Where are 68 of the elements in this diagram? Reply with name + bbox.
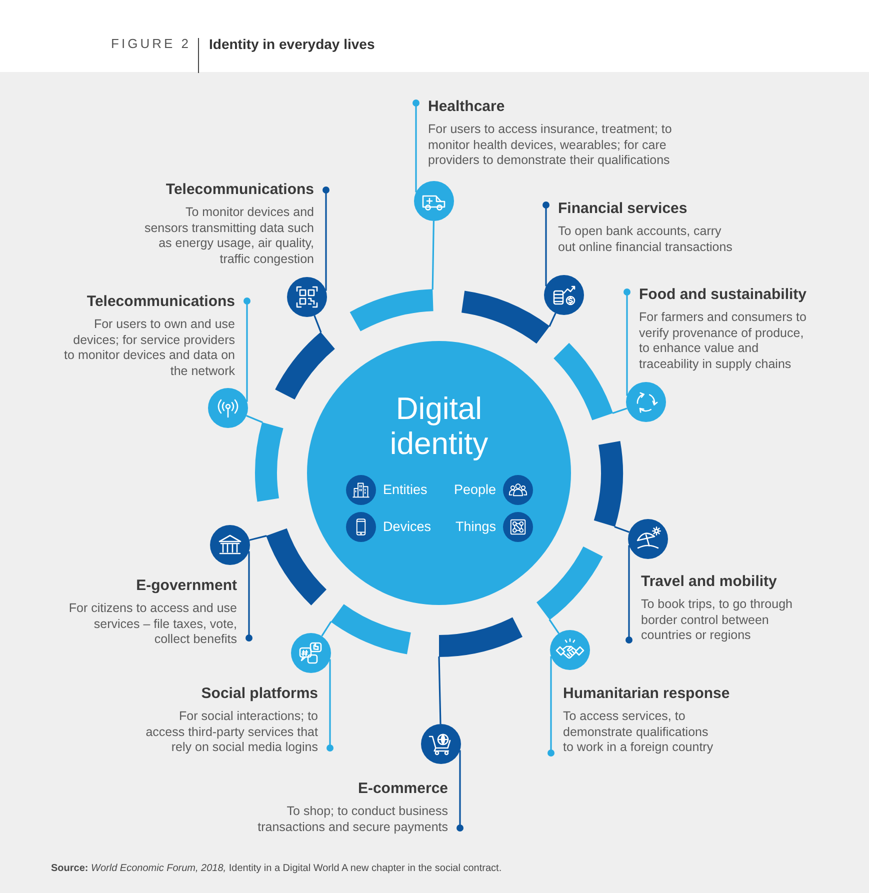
sector-heading: Telecommunications xyxy=(86,293,235,311)
leader-line xyxy=(438,656,442,724)
leader-line xyxy=(456,750,464,832)
ring-segment xyxy=(275,332,335,400)
sector-description: To access services, to demonstrate qualifications to work in a foreign country xyxy=(563,709,714,756)
ring-segment xyxy=(266,528,326,606)
sector-description: For social interactions; to access third-party services that rely on social media logins xyxy=(144,709,318,756)
leader-line xyxy=(326,659,334,752)
ring-segment xyxy=(462,290,550,344)
leader-line xyxy=(614,526,630,533)
shopping-cart-icon xyxy=(421,724,461,764)
chat-bubbles-icon xyxy=(291,633,331,673)
leader-line xyxy=(432,220,434,290)
leader-line xyxy=(626,545,632,644)
sector-description: For citizens to access and use services – file taxes, vote, collect benefits xyxy=(68,601,237,648)
sector-description: For users to own and use devices; for service providers to monitor devices and data on the network xyxy=(63,317,235,379)
sector-heading: Financial services xyxy=(558,200,688,218)
coins-chart-icon xyxy=(544,275,584,315)
sector-description: For users to access insurance, treatment; to monitor health devices, wearables; for care providers to demonstrate their qualifications xyxy=(428,122,673,168)
leader-line xyxy=(246,551,252,642)
sector-heading: Humanitarian response xyxy=(563,685,730,703)
leader-line xyxy=(246,414,263,424)
sector-description: For farmers and consumers to verify provenance of produce, to enhance value and traceability in supply chains xyxy=(639,310,808,372)
qr-code-icon xyxy=(287,277,327,317)
beach-umbrella-icon xyxy=(628,519,668,559)
leader-line xyxy=(412,100,420,192)
columned-building-icon xyxy=(210,525,250,565)
ring-segment xyxy=(439,617,522,657)
source-note: Source: World Economic Forum, 2018, Identity in a Digital World A new chapter in the social contract. xyxy=(51,863,502,875)
figure-title: Identity in everyday lives xyxy=(209,36,375,52)
leader-line xyxy=(548,619,560,634)
ring-segment xyxy=(350,289,434,332)
sector-heading: Social platforms xyxy=(201,685,318,703)
sector-heading: Healthcare xyxy=(428,98,505,116)
category-label: Entities xyxy=(383,482,428,498)
ambulance-icon xyxy=(414,181,454,221)
ring-segment xyxy=(536,546,603,620)
ring-segment xyxy=(330,604,411,654)
ring-segment xyxy=(255,422,284,502)
hub-title: Digital identity xyxy=(388,390,490,460)
category-label: Things xyxy=(455,519,496,535)
leader-line xyxy=(321,621,332,637)
leader-line xyxy=(314,315,322,333)
sector-heading: E-government xyxy=(136,577,237,595)
leader-line xyxy=(542,202,550,286)
figure-number: FIGURE 2 xyxy=(111,36,191,52)
recycle-icon xyxy=(626,382,666,422)
sector-heading: Food and sustainability xyxy=(639,286,807,304)
leader-line xyxy=(322,186,330,291)
leader-line xyxy=(624,288,630,396)
leader-line xyxy=(548,656,554,756)
sector-heading: E-commerce xyxy=(358,780,448,798)
sector-heading: Telecommunications xyxy=(166,181,314,199)
sector-description: To monitor devices and sensors transmitting data such as energy usage, air quality, traffic congestion xyxy=(143,205,314,267)
leader-line xyxy=(244,298,250,402)
leader-line xyxy=(612,408,628,414)
ring-segment xyxy=(554,342,613,420)
sector-description: To shop; to conduct business transactions and secure payments xyxy=(256,804,448,835)
category-label: Devices xyxy=(383,519,432,535)
sector-description: To open bank accounts, carry out online financial transactions xyxy=(558,224,734,255)
antenna-icon xyxy=(208,388,248,428)
leader-line xyxy=(548,312,556,327)
ring-segment xyxy=(594,441,623,527)
sector-description: To book trips, to go through border control between countries or regions xyxy=(641,597,794,644)
sector-heading: Travel and mobility xyxy=(641,573,777,591)
category-label: People xyxy=(454,482,496,498)
leader-line xyxy=(249,535,267,541)
handshake-icon xyxy=(550,630,590,670)
